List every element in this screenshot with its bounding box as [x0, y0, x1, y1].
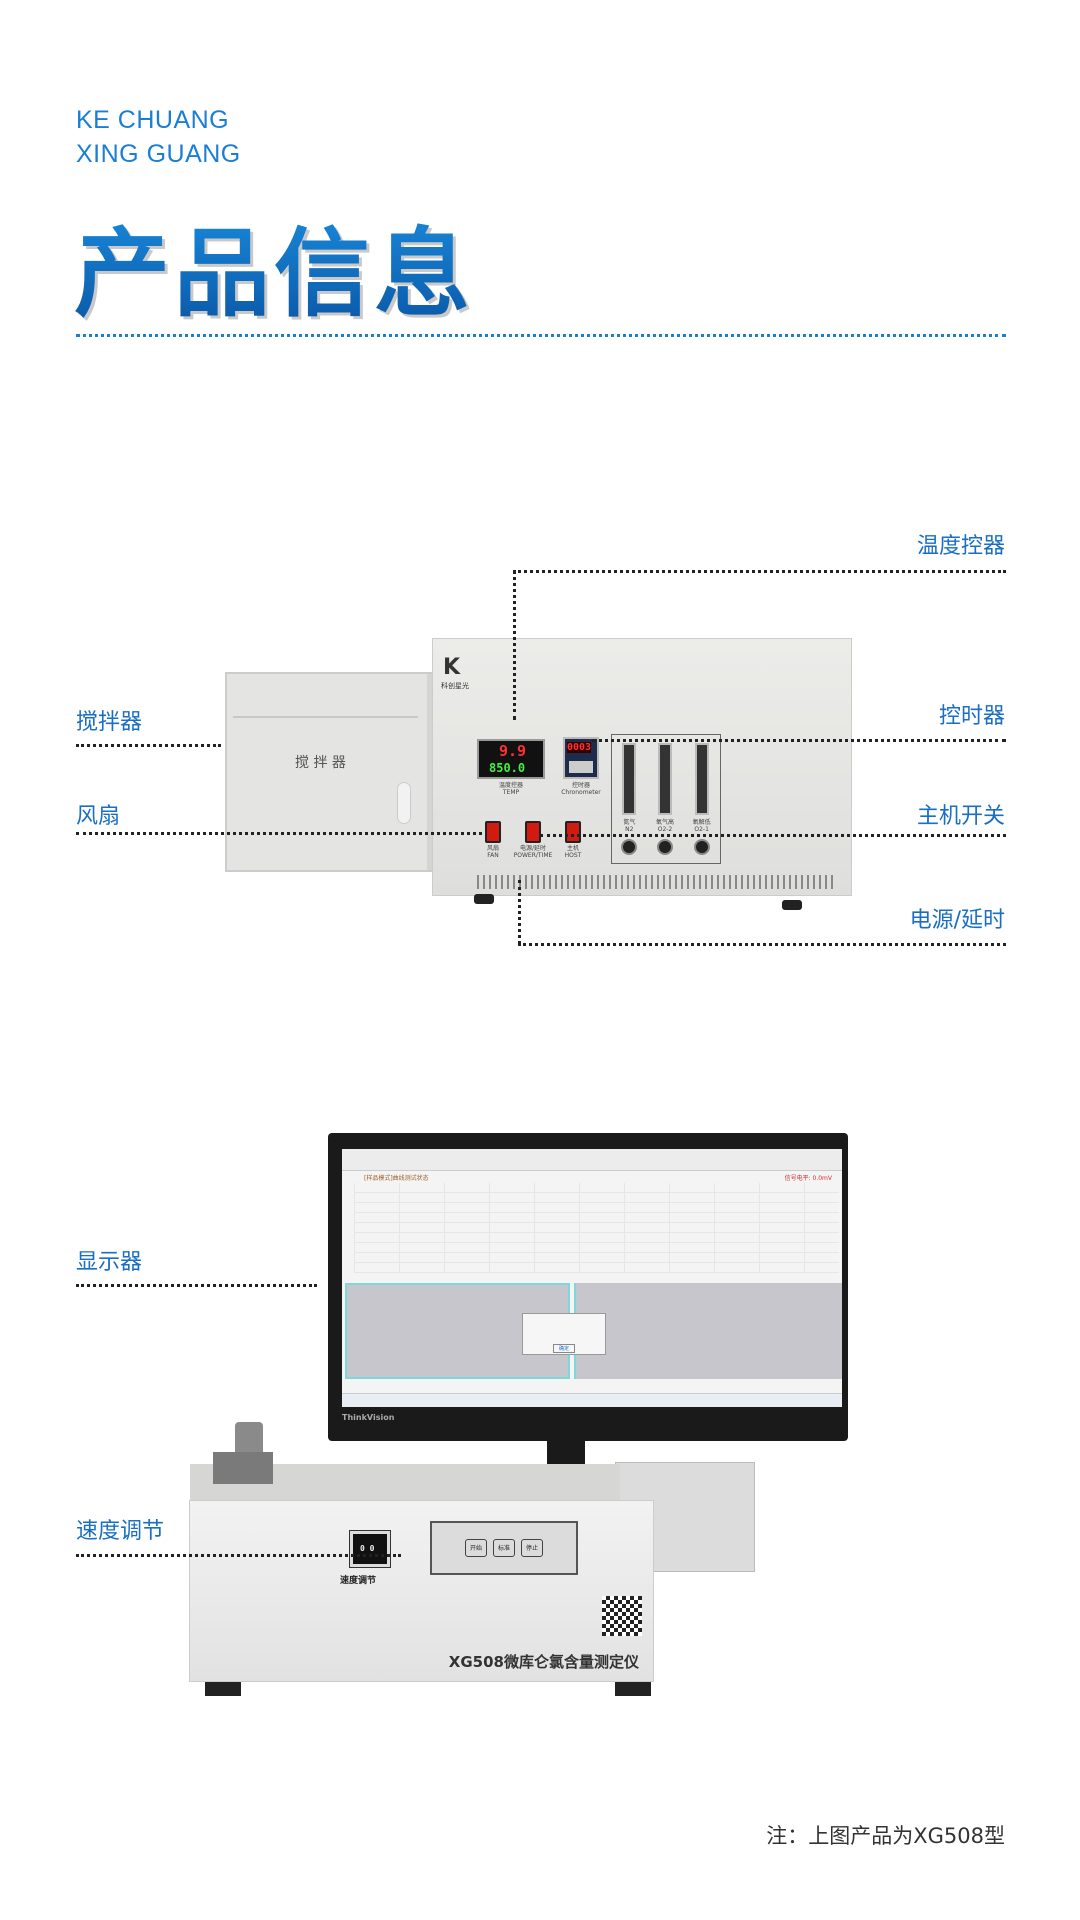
leader-line: [592, 739, 1006, 742]
callout-temp-controller: 温度控器: [916, 534, 1005, 559]
control-panel: 开始 标准 停止: [430, 1521, 578, 1575]
screen-signal: 信号电平: 0.0mV: [784, 1175, 832, 1182]
callout-speed: 速度调节: [76, 1519, 165, 1544]
leader-line: [518, 943, 1006, 946]
model-name: XG508微库仑氯含量测定仪: [448, 1653, 639, 1671]
brand-line-2: XING GUANG: [76, 140, 241, 168]
stirrer-label: 搅 拌 器: [295, 755, 346, 771]
footer-note: 注：上图产品为XG508型: [766, 1824, 1005, 1848]
callout-fan: 风扇: [76, 804, 121, 829]
valve-knob[interactable]: [656, 839, 673, 855]
vent-grille: [477, 875, 837, 889]
brand-line-1: KE CHUANG: [76, 106, 230, 134]
screen-chart: [354, 1183, 839, 1273]
leader-line: [540, 834, 1006, 837]
standard-button[interactable]: 标准: [493, 1539, 515, 1557]
screen-dialog: 确定: [522, 1313, 606, 1355]
temp-sv: 850.0: [489, 761, 526, 775]
leader-line: [76, 744, 221, 747]
callout-main-switch: 主机开关: [916, 804, 1005, 829]
valve-knob[interactable]: [621, 839, 638, 855]
header-divider: [76, 334, 1006, 337]
stirrer-box: 搅 拌 器: [225, 672, 435, 872]
callout-power-delay: 电源/延时: [909, 908, 1005, 933]
temp-pv: 9.9: [499, 742, 527, 760]
timer-display: 0003: [563, 737, 599, 779]
logo-text: 科创星光: [441, 682, 469, 690]
callout-stirrer: 搅拌器: [76, 710, 143, 735]
speed-adjuster[interactable]: 0 0: [349, 1530, 391, 1568]
screen-status: [样品模式]曲线测试状态: [364, 1175, 429, 1182]
leader-line: [76, 1554, 401, 1557]
qr-code-icon: [602, 1596, 642, 1636]
logo-icon: K: [443, 655, 461, 680]
start-button[interactable]: 开始: [465, 1539, 487, 1557]
leader-line: [76, 1284, 317, 1287]
instrument-2-image: [样品模式]曲线测试状态 信号电平: 0.0mV 确定 ThinkVision …: [189, 1132, 850, 1697]
monitor-brand: ThinkVision: [342, 1413, 395, 1422]
leader-line: [513, 570, 516, 720]
monitor-screen: [样品模式]曲线测试状态 信号电平: 0.0mV 确定: [342, 1149, 842, 1407]
leader-line: [518, 880, 521, 944]
leader-line: [513, 570, 1006, 573]
stop-button[interactable]: 停止: [521, 1539, 543, 1557]
taskbar: [342, 1393, 842, 1407]
valve-knob[interactable]: [693, 839, 710, 855]
temperature-controller-display: 9.9 850.0: [477, 739, 545, 779]
analyzer-body: 0 0 速度调节 开始 标准 停止 XG508微库仑氯含量测定仪: [189, 1500, 654, 1682]
screen-panel-right: [574, 1283, 842, 1379]
monitor: [样品模式]曲线测试状态 信号电平: 0.0mV 确定 ThinkVision: [328, 1133, 848, 1441]
speed-label: 速度调节: [340, 1576, 377, 1586]
leader-line: [76, 832, 482, 835]
callout-display: 显示器: [76, 1250, 143, 1275]
callout-timer: 控时器: [938, 704, 1005, 729]
dialog-ok-button[interactable]: 确定: [553, 1344, 576, 1353]
stirrer-window: [397, 782, 411, 824]
page-title: 产品信息: [74, 196, 474, 335]
